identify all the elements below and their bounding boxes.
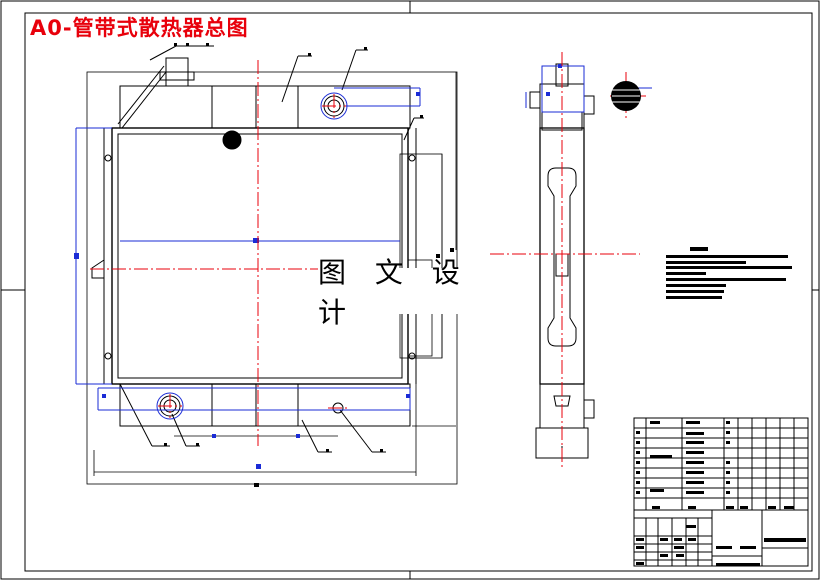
- notes-line: [666, 284, 726, 287]
- technical-requirements: [666, 247, 792, 299]
- dimension-markers: [75, 87, 421, 420]
- side-bracket: [91, 259, 105, 279]
- leader-line: [403, 117, 415, 141]
- pipe-circle-dimension: [320, 92, 348, 120]
- side-dimension-ticks: [546, 64, 562, 96]
- drawing-name-label: [764, 538, 806, 542]
- leader-line: [339, 409, 373, 453]
- detail-hatching: [612, 89, 640, 103]
- overflow-pipe: [121, 71, 167, 129]
- frame-border: [24, 12, 813, 572]
- watermark-text: 图 文 设 计: [318, 256, 504, 329]
- parts-list-table: [633, 417, 809, 511]
- mount-hole: [408, 154, 416, 162]
- sensor-fitting: [222, 130, 242, 150]
- title-block: [633, 417, 809, 567]
- notes-heading: [690, 247, 708, 251]
- side-overflow: [529, 91, 541, 109]
- side-drain: [553, 395, 571, 407]
- leader-line: [149, 45, 177, 61]
- title-block-text: [636, 421, 806, 566]
- notes-line: [666, 272, 706, 275]
- leader-line: [341, 49, 357, 91]
- notes-line: [666, 296, 722, 299]
- side-outlet-stub: [583, 399, 595, 419]
- notes-line: [666, 266, 792, 269]
- dimension-ticks: [74, 92, 420, 469]
- notes-line: [666, 290, 724, 293]
- side-inlet-stub: [583, 95, 595, 115]
- front-view: [86, 45, 458, 485]
- lower-tank-section: [211, 383, 257, 427]
- upper-tank: [119, 85, 411, 129]
- leader-line: [171, 413, 187, 447]
- mount-hole: [104, 352, 112, 360]
- overflow-pipe: [117, 65, 165, 125]
- leader-line: [281, 55, 299, 103]
- pipe-circle-dimension: [156, 392, 184, 420]
- mount-hole: [104, 154, 112, 162]
- side-bracket-slot: [547, 167, 577, 347]
- notes-line: [666, 278, 786, 281]
- side-dimension-box: [541, 65, 585, 113]
- notes-line: [666, 255, 788, 258]
- core-inner: [117, 133, 403, 379]
- leader-line: [119, 383, 153, 447]
- upper-tank-section: [211, 85, 257, 129]
- lower-tank: [119, 383, 411, 427]
- filler-cap: [159, 71, 195, 81]
- notes-line: [666, 261, 746, 264]
- upper-tank-section: [255, 85, 299, 129]
- drawing-title: A0-管带式散热器总图: [30, 16, 249, 40]
- lower-tank-section: [255, 383, 299, 427]
